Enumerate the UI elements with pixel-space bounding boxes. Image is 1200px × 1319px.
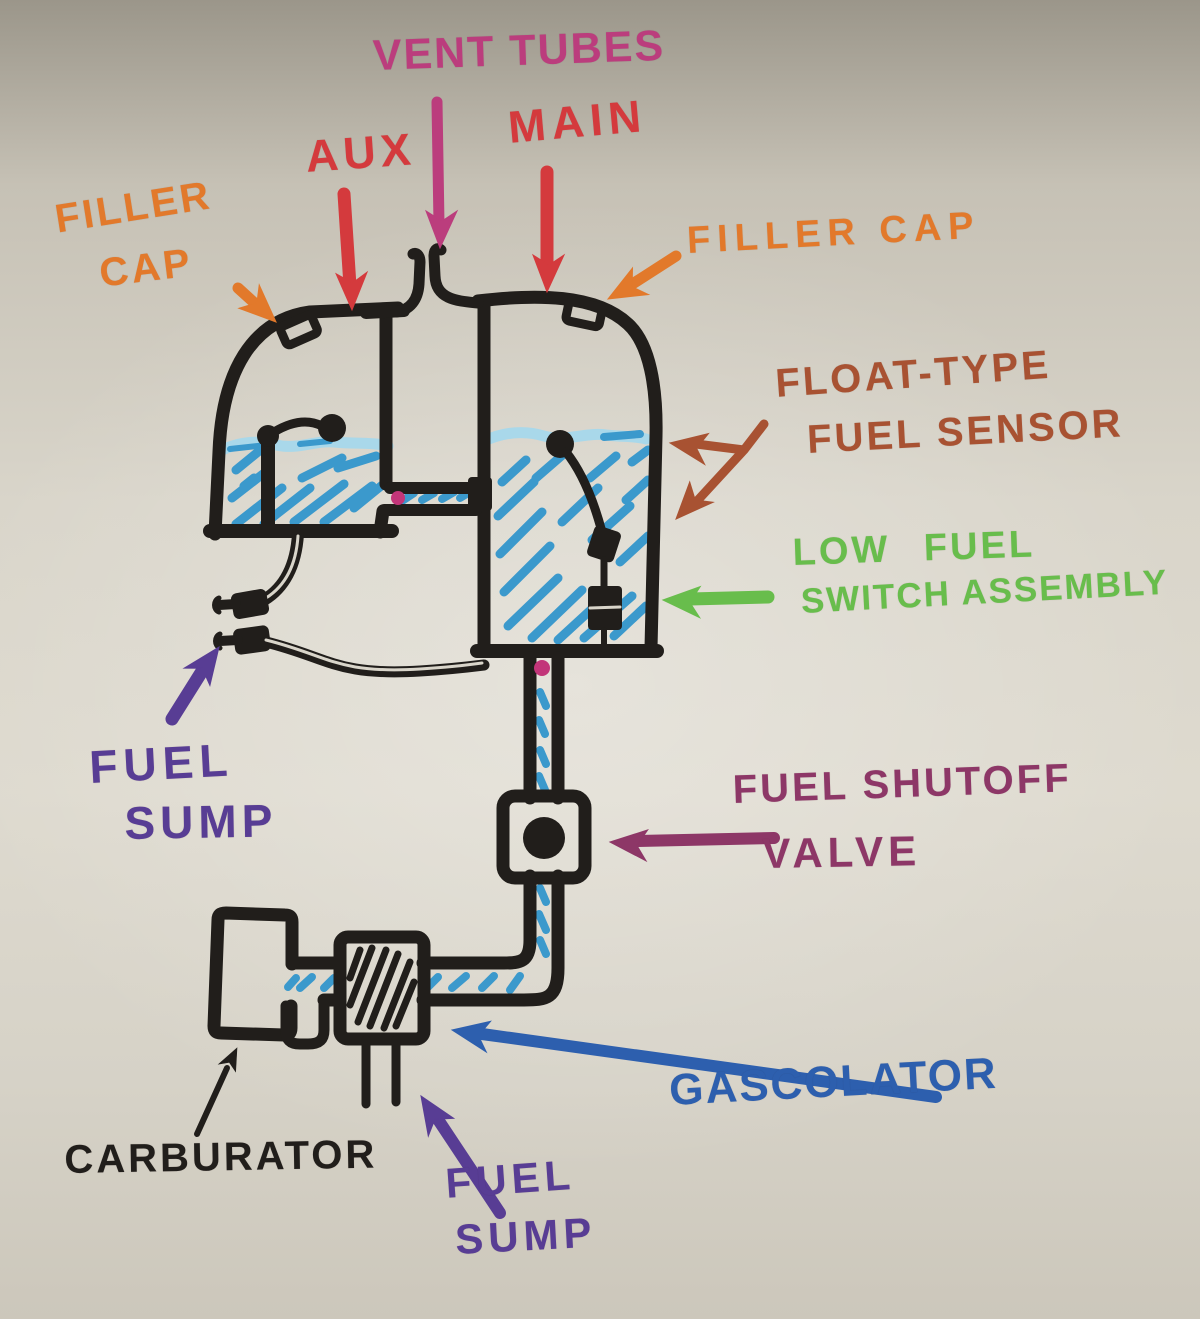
label-fuel-sump-left-2: SUMP — [124, 794, 278, 849]
filler-cap-left-fitting — [276, 310, 322, 350]
float-ball-left — [318, 414, 346, 442]
float-sensor-arrows — [664, 419, 769, 531]
filler-cap-right-arrow — [600, 250, 682, 315]
carburetor-arrow — [194, 1043, 245, 1137]
low-fuel-switch-assembly — [588, 556, 622, 653]
label-aux: AUX — [304, 123, 418, 182]
label-fuel-sump-bottom-1: FUEL — [444, 1150, 577, 1207]
gascolator-screen — [346, 944, 418, 1032]
carburetor-float-bowl — [280, 994, 330, 1050]
fuel-right-tank — [478, 427, 653, 645]
label-fuel-sump-left-1: FUEL — [88, 733, 235, 793]
fuel-left-tank — [216, 436, 394, 529]
gascolator-drain — [361, 1035, 401, 1109]
aux-arrow — [335, 187, 370, 312]
main-outlet-pipe — [523, 651, 565, 805]
gascolator-body — [333, 930, 431, 1109]
gascolator-arrow — [449, 1015, 942, 1103]
label-low-fuel-1: LOW FUEL — [792, 523, 1036, 574]
low-fuel-switch-arrow — [662, 585, 775, 619]
label-fuel-shutoff-2: VALVE — [762, 827, 922, 877]
crossover-passage — [378, 477, 492, 516]
seal-dot-outlet — [534, 660, 550, 676]
carburetor-body — [207, 906, 330, 1050]
label-fuel-sump-bottom-2: SUMP — [454, 1208, 598, 1263]
label-vent-tubes: VENT TUBES — [372, 21, 666, 80]
vent-tubes-arrow — [425, 96, 458, 249]
fuel-hatch-left — [227, 447, 391, 529]
float-sensor-right — [546, 430, 621, 563]
filler-cap-right-fitting — [561, 296, 607, 332]
fuel-in-lines — [284, 488, 550, 994]
crossfeed-hose — [260, 636, 490, 678]
vent-tube — [390, 243, 484, 318]
main-tank-outline — [470, 290, 664, 658]
aux-sump-plumbing — [212, 528, 490, 678]
seal-dot-crossover — [391, 491, 405, 505]
main-arrow — [532, 165, 565, 293]
fuel-shutoff-valve-arrow — [608, 827, 780, 862]
label-carburator: CARBURATOR — [64, 1132, 378, 1182]
fuel-sump-left-arrow — [165, 636, 232, 726]
fuel-shutoff-valve-body — [496, 789, 592, 885]
fuel-sump-bottom-arrow — [406, 1087, 506, 1219]
float-sensor-left — [257, 414, 346, 535]
valve-plug — [523, 817, 565, 859]
fuel-hatch-right — [493, 445, 653, 645]
filler-cap-left-arrow — [232, 282, 288, 334]
